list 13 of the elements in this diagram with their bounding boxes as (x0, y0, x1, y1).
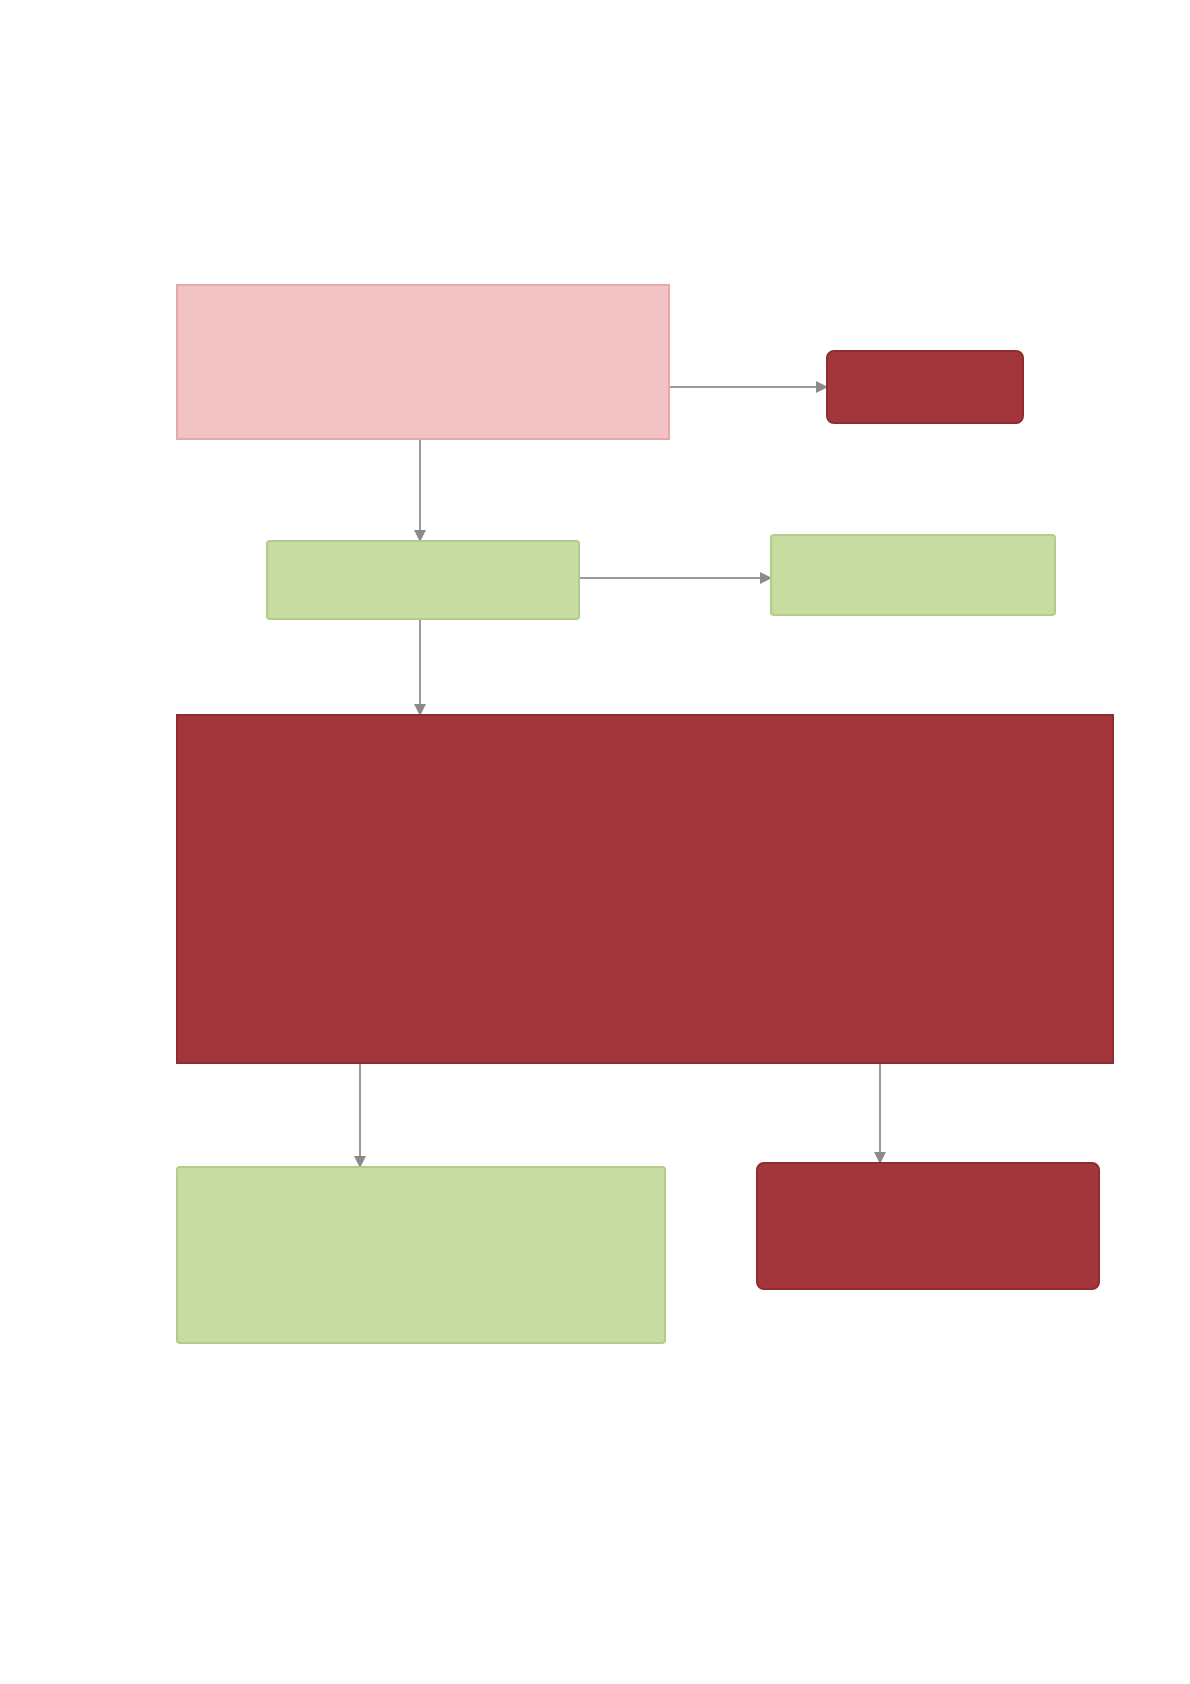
arrow (669, 381, 828, 393)
flow-box (756, 1162, 1100, 1290)
flow-box (176, 1166, 666, 1344)
flow-box (176, 284, 670, 440)
arrow (414, 439, 426, 542)
arrow (579, 572, 772, 584)
flow-box (770, 534, 1056, 616)
arrow (414, 619, 426, 716)
flow-box (176, 714, 1114, 1064)
arrow (354, 1063, 366, 1168)
flow-box (266, 540, 580, 620)
flow-box (826, 350, 1024, 424)
arrow (874, 1063, 886, 1164)
